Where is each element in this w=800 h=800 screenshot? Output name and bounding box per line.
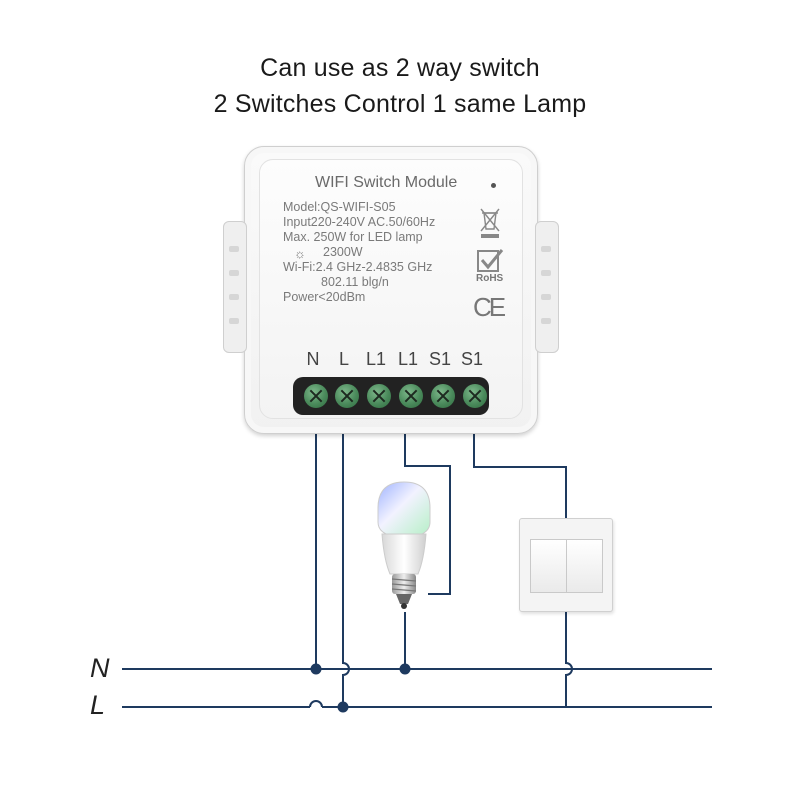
terminal-label-l1-a: L1 (365, 349, 387, 369)
status-led-icon (491, 183, 496, 188)
terminal-screw-s1-a (431, 384, 455, 408)
terminal-label-l: L (338, 349, 349, 369)
terminal-block (293, 377, 489, 415)
switch-rocker-left (530, 539, 567, 593)
switch-live-wire (565, 610, 573, 707)
neutral-rail-label: N (90, 653, 110, 683)
terminal-label-l1-b: L1 (397, 349, 419, 369)
spec-input: Input220-240V AC.50/60Hz (283, 215, 436, 229)
live-rail-label: L (90, 690, 106, 720)
terminal-screw-l (335, 384, 359, 408)
spec-incandescent-load: 2300W (323, 245, 363, 259)
s1-wire-to-switch (473, 432, 567, 518)
terminal-screw-s1-b (463, 384, 487, 408)
terminal-label-s1-b: S1 (460, 349, 484, 369)
terminal-label-s1-a: S1 (428, 349, 452, 369)
terminal-screw-l1-b (399, 384, 423, 408)
rohs-check-icon: RoHS (476, 249, 504, 285)
spec-model: Model:QS-WIFI-S05 (283, 200, 396, 214)
wifi-switch-module: WIFI Switch Module Model:QS-WIFI-S05 Inp… (223, 146, 559, 434)
live-wire (342, 432, 350, 707)
crossed-bin-icon (480, 208, 500, 238)
headline-line-1: Can use as 2 way switch (260, 54, 540, 82)
led-bulb-icon (377, 481, 431, 609)
junction-dot-neutral (310, 663, 322, 675)
double-wall-switch-icon (519, 518, 613, 612)
module-title: WIFI Switch Module (315, 174, 458, 191)
l1-wire-to-bulb (404, 432, 451, 595)
ce-mark: CE (473, 292, 506, 322)
spec-standard: 802.11 blg/n (321, 275, 389, 289)
module-mount-ear-left (223, 221, 247, 353)
spec-power: Power<20dBm (283, 290, 366, 304)
terminal-label-n: N (306, 349, 320, 369)
incandescent-bulb-icon: ☼ (294, 246, 306, 261)
live-rail-hop (309, 700, 323, 708)
spec-max-load: Max. 250W for LED lamp (283, 230, 423, 244)
module-mount-ear-right (535, 221, 559, 353)
headline-line-2: 2 Switches Control 1 same Lamp (213, 90, 587, 118)
terminal-screw-n (304, 384, 328, 408)
junction-dot-live (337, 701, 349, 713)
switch-rocker-right (566, 539, 603, 593)
spec-wifi: Wi-Fi:2.4 GHz-2.4835 GHz (283, 260, 433, 274)
junction-dot-bulb (399, 663, 411, 675)
rohs-label: RoHS (476, 273, 504, 284)
module-face (259, 159, 523, 419)
terminal-screw-l1-a (367, 384, 391, 408)
